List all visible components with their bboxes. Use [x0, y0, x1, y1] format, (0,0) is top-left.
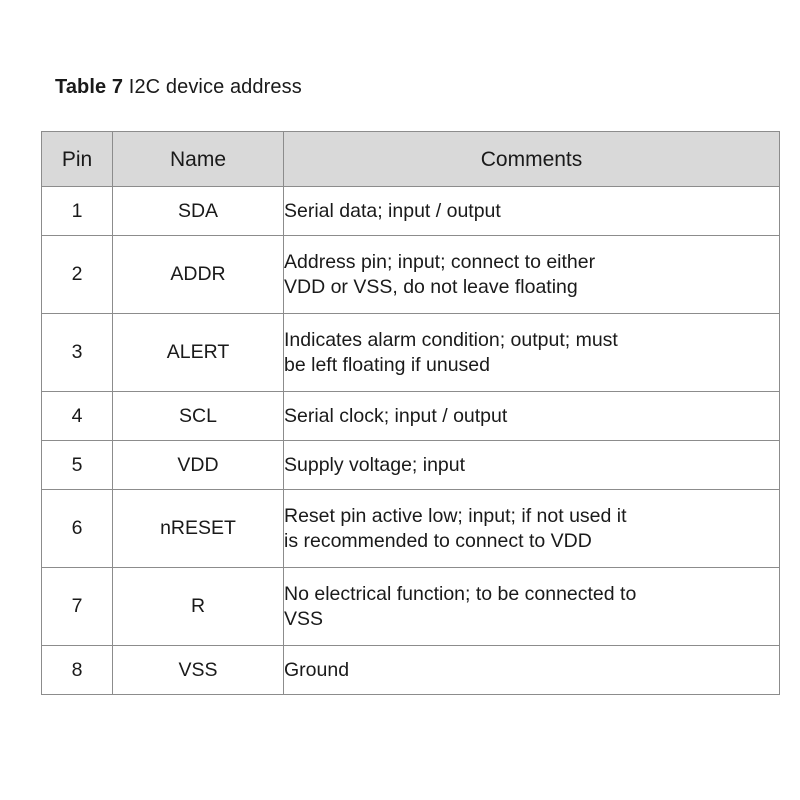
cell-pin: 6 — [41, 489, 113, 568]
comment-line: VSS — [284, 607, 324, 630]
cell-name: VDD — [112, 440, 284, 490]
column-header-comments: Comments — [283, 131, 780, 187]
cell-comment: Serial data; input / output — [283, 186, 780, 236]
cell-comment: Serial clock; input / output — [283, 391, 780, 441]
comment-line: No electrical function; to be connected … — [284, 582, 637, 605]
cell-pin: 7 — [41, 567, 113, 646]
cell-name: SCL — [112, 391, 284, 441]
comment-line: Serial clock; input / output — [284, 404, 508, 427]
cell-comment: Reset pin active low; input; if not used… — [283, 489, 780, 568]
cell-name: R — [112, 567, 284, 646]
cell-name: VSS — [112, 645, 284, 695]
cell-name: ADDR — [112, 235, 284, 314]
comment-line: VDD or VSS, do not leave floating — [284, 275, 578, 298]
comment-line: be left floating if unused — [284, 353, 490, 376]
column-header-pin: Pin — [41, 131, 113, 187]
column-header-name: Name — [112, 131, 284, 187]
comment-line: is recommended to connect to VDD — [284, 529, 592, 552]
table-header-row: Pin Name Comments — [41, 131, 780, 187]
table-caption-text: I2C device address — [123, 76, 302, 98]
cell-pin: 4 — [41, 391, 113, 441]
cell-name: ALERT — [112, 313, 284, 392]
comment-line: Address pin; input; connect to either — [284, 250, 596, 273]
table-header: Pin Name Comments — [41, 131, 780, 187]
comment-line: Reset pin active low; input; if not used… — [284, 504, 627, 527]
cell-pin: 8 — [41, 645, 113, 695]
cell-name: nRESET — [112, 489, 284, 568]
table-caption-label: Table 7 — [55, 76, 124, 98]
comment-line: Indicates alarm condition; output; must — [284, 328, 618, 351]
cell-pin: 5 — [41, 440, 113, 490]
cell-comment: Supply voltage; input — [283, 440, 780, 490]
cell-name: SDA — [112, 186, 284, 236]
comment-line: Supply voltage; input — [284, 453, 466, 476]
comment-line: Serial data; input / output — [284, 199, 501, 222]
comment-line: Ground — [284, 658, 350, 681]
table-caption: Table 7 I2C device address — [55, 74, 302, 100]
cell-comment: Ground — [283, 645, 780, 695]
cell-pin: 2 — [41, 235, 113, 314]
cell-comment: No electrical function; to be connected … — [283, 567, 780, 646]
cell-pin: 1 — [41, 186, 113, 236]
cell-pin: 3 — [41, 313, 113, 392]
